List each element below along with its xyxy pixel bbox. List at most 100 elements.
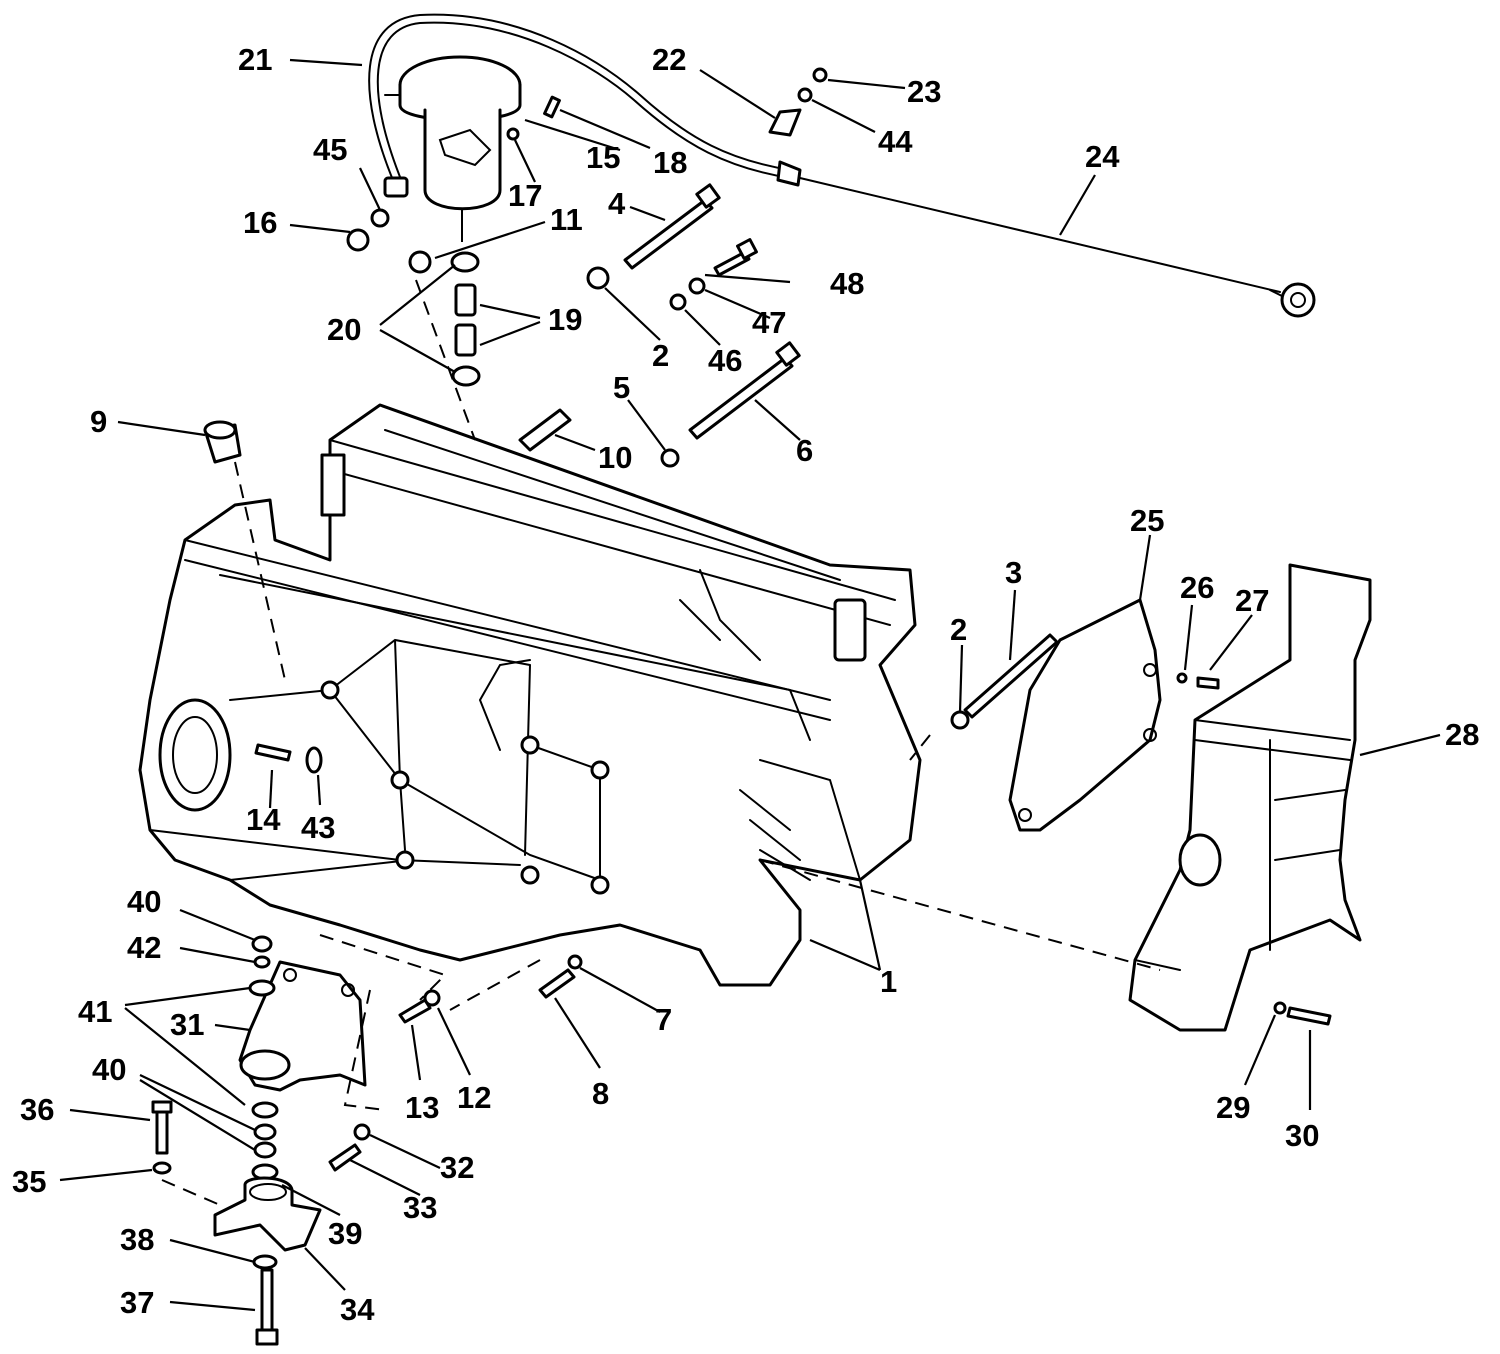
callout-1: 1 (880, 964, 897, 999)
callout-45: 45 (313, 132, 347, 167)
part-15-washer (506, 127, 520, 141)
callout-8: 8 (592, 1076, 609, 1111)
part-40-nut-lower-a (253, 1123, 277, 1141)
callout-24: 24 (1085, 139, 1120, 174)
callout-15: 15 (586, 140, 620, 175)
callout-32: 32 (440, 1150, 474, 1185)
part-38-washer (252, 1254, 278, 1270)
callout-44: 44 (878, 124, 913, 159)
callout-12: 12 (457, 1080, 491, 1115)
part-18-screw (543, 95, 561, 119)
callout-23: 23 (907, 74, 941, 109)
callout-41: 41 (78, 994, 112, 1029)
callout-27: 27 (1235, 583, 1269, 618)
callout-40-lower: 40 (92, 1052, 126, 1087)
callout-3: 3 (1005, 555, 1022, 590)
part-44-washer (797, 87, 813, 103)
callout-13: 13 (405, 1090, 439, 1125)
part-43-nut (305, 746, 323, 774)
part-10-pin (518, 408, 572, 452)
part-46-washer (669, 293, 687, 311)
callout-labels: 1 2 2 3 4 5 6 7 8 9 10 11 12 13 14 15 16… (12, 42, 1479, 1327)
callout-42: 42 (127, 930, 161, 965)
assembly-guide-lines (161, 228, 1161, 1206)
part-25-gasket (1008, 598, 1162, 832)
callout-21: 21 (238, 42, 272, 77)
callout-34: 34 (340, 1292, 375, 1327)
part-48-bolt (713, 250, 751, 277)
callout-18: 18 (653, 145, 687, 180)
part-26-screw (1176, 672, 1188, 684)
callout-9: 9 (90, 404, 107, 439)
part-2-washer-right (950, 710, 970, 730)
callout-47: 47 (752, 305, 786, 340)
part-filter-reservoir (384, 55, 522, 229)
part-40-nut-lower-b (253, 1141, 277, 1159)
part-29-washer (1273, 1001, 1287, 1015)
callout-11: 11 (550, 202, 583, 237)
part-19-sleeve-lower (454, 323, 477, 357)
part-12-nut (423, 989, 441, 1007)
part-14-stud (254, 743, 292, 762)
part-30-bolt (1286, 1006, 1332, 1026)
callout-38: 38 (120, 1222, 154, 1257)
part-22-clip (768, 108, 802, 137)
part-45-fitting (370, 208, 390, 228)
callout-37: 37 (120, 1285, 154, 1320)
callout-36: 36 (20, 1092, 54, 1127)
part-6-bolt (688, 356, 794, 440)
callout-33: 33 (403, 1190, 437, 1225)
callout-10: 10 (598, 440, 632, 475)
part-40-nut-upper (251, 935, 273, 953)
part-4-bolt (623, 198, 714, 270)
callout-16: 16 (243, 205, 277, 240)
callout-4: 4 (608, 186, 626, 221)
part-crankcase-block (138, 403, 922, 987)
part-7-washer (567, 954, 583, 970)
callout-25: 25 (1130, 503, 1164, 538)
part-35-washer (152, 1161, 172, 1175)
part-8-bolt (538, 968, 576, 999)
part-33-bolt (328, 1143, 362, 1172)
callout-14: 14 (246, 802, 281, 837)
callout-39: 39 (328, 1216, 362, 1251)
callout-46: 46 (708, 343, 742, 378)
part-16-ball (346, 228, 370, 252)
callout-48: 48 (830, 266, 864, 301)
callout-43: 43 (301, 810, 335, 845)
part-23-screw (812, 67, 828, 83)
part-47-washer (688, 277, 706, 295)
callout-30: 30 (1285, 1118, 1319, 1153)
callout-7: 7 (655, 1002, 672, 1037)
part-19-sleeve-upper (454, 283, 477, 317)
part-37-bolt (255, 1268, 279, 1346)
part-32-washer (353, 1123, 371, 1141)
callout-31: 31 (170, 1007, 204, 1042)
part-41-washer-upper (248, 979, 276, 997)
part-20-clamp-lower (451, 365, 481, 387)
callout-2-upper: 2 (652, 338, 669, 373)
callout-20: 20 (327, 312, 361, 347)
callout-6: 6 (796, 433, 813, 468)
callout-35: 35 (12, 1164, 46, 1199)
callout-17: 17 (508, 178, 542, 213)
part-28-cover (1128, 563, 1372, 1032)
part-13-bolt (398, 998, 432, 1024)
leader-lines (59, 58, 1441, 1312)
part-9-cup-plug (203, 420, 242, 464)
callout-40-upper: 40 (127, 884, 161, 919)
part-41-washer-lower (251, 1101, 279, 1119)
part-27-screw (1196, 676, 1220, 690)
part-42-washer (253, 955, 271, 969)
callout-19: 19 (548, 302, 582, 337)
part-5-nut (660, 448, 680, 468)
part-3-bolt (963, 633, 1059, 719)
part-21-hose (368, 13, 791, 198)
part-20-clamp-upper (450, 251, 480, 273)
part-2-washer-upper (586, 266, 610, 290)
part-36-bolt (151, 1100, 173, 1155)
part-11-fitting (408, 250, 432, 274)
callout-26: 26 (1180, 570, 1214, 605)
callout-2-right: 2 (950, 612, 967, 647)
